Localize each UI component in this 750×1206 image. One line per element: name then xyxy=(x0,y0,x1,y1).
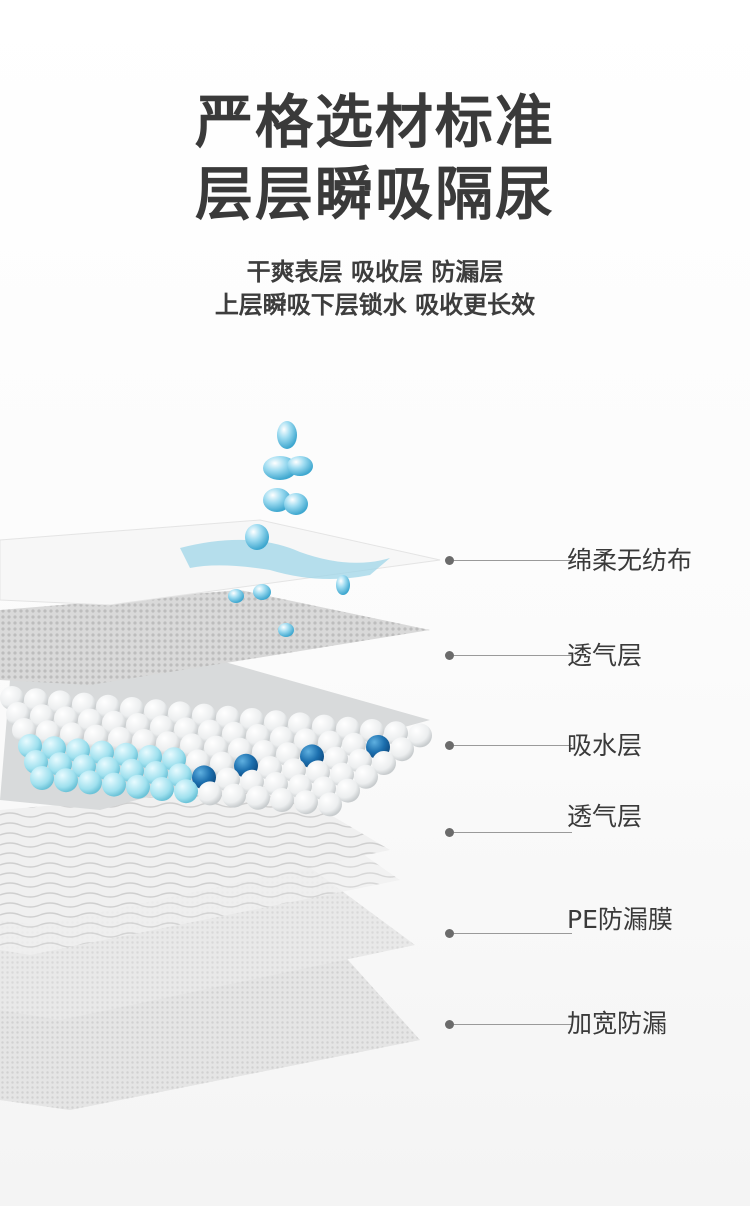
bead xyxy=(174,779,198,804)
bead xyxy=(126,774,150,799)
label-row-pe-film: PE防漏膜 xyxy=(445,905,750,938)
water-drops xyxy=(228,421,350,637)
subheadline: 干爽表层 吸收层 防漏层 上层瞬吸下层锁水 吸收更长效 xyxy=(0,256,750,322)
layer-label-pe-film: PE防漏膜 xyxy=(567,905,673,934)
pointer-dot xyxy=(445,828,454,837)
label-row-absorbent: 吸水层 xyxy=(445,731,750,761)
bead xyxy=(54,768,78,793)
label-row-breathable-upper: 透气层 xyxy=(445,641,750,671)
bead xyxy=(372,751,396,775)
bead xyxy=(222,783,246,808)
layer-stack-illustration xyxy=(0,421,441,1110)
pointer-dot xyxy=(445,556,454,565)
label-row-nonwoven: 绵柔无纺布 xyxy=(445,546,750,576)
subheadline-line-2: 上层瞬吸下层锁水 吸收更长效 xyxy=(214,291,536,319)
bead xyxy=(336,778,360,803)
pointer-line xyxy=(454,832,572,833)
headline: 严格选材标准 层层瞬吸隔尿 xyxy=(0,86,750,230)
layer-label-breathable-upper: 透气层 xyxy=(567,641,643,670)
bead xyxy=(150,777,174,801)
layer-breathable-lower xyxy=(0,785,400,955)
pointer-dot xyxy=(445,929,454,938)
label-row-breathable-lower: 透气层 xyxy=(445,802,750,837)
bead xyxy=(78,770,102,795)
bead xyxy=(294,790,318,815)
bead xyxy=(30,766,54,790)
headline-line-1: 严格选材标准 xyxy=(194,88,555,156)
bead xyxy=(246,785,270,810)
label-row-wide-leakproof: 加宽防漏 xyxy=(445,1009,750,1039)
layer-breathable-upper xyxy=(0,590,430,685)
bead xyxy=(390,737,414,762)
layer-absorbent-beads xyxy=(0,655,432,817)
pointer-line xyxy=(454,655,572,656)
pointer-line xyxy=(454,1024,572,1025)
bead xyxy=(408,723,432,748)
pointer-line xyxy=(454,560,572,561)
bead xyxy=(318,792,342,817)
layer-label-wide-leakproof: 加宽防漏 xyxy=(567,1009,668,1038)
pointer-dot xyxy=(445,741,454,750)
pointer-dot xyxy=(445,1020,454,1029)
pointer-line xyxy=(454,933,572,934)
bead xyxy=(102,772,126,797)
layer-label-breathable-lower: 透气层 xyxy=(567,802,643,831)
layer-label-absorbent: 吸水层 xyxy=(567,731,643,760)
pointer-dot xyxy=(445,651,454,660)
headline-line-2: 层层瞬吸隔尿 xyxy=(194,160,555,228)
subheadline-line-1: 干爽表层 吸收层 防漏层 xyxy=(246,258,504,286)
bead xyxy=(198,781,222,806)
pointer-line xyxy=(454,745,572,746)
layer-nonwoven-top xyxy=(0,519,441,606)
bead xyxy=(270,788,294,812)
bead xyxy=(354,764,378,789)
layer-label-nonwoven: 绵柔无纺布 xyxy=(567,546,693,575)
